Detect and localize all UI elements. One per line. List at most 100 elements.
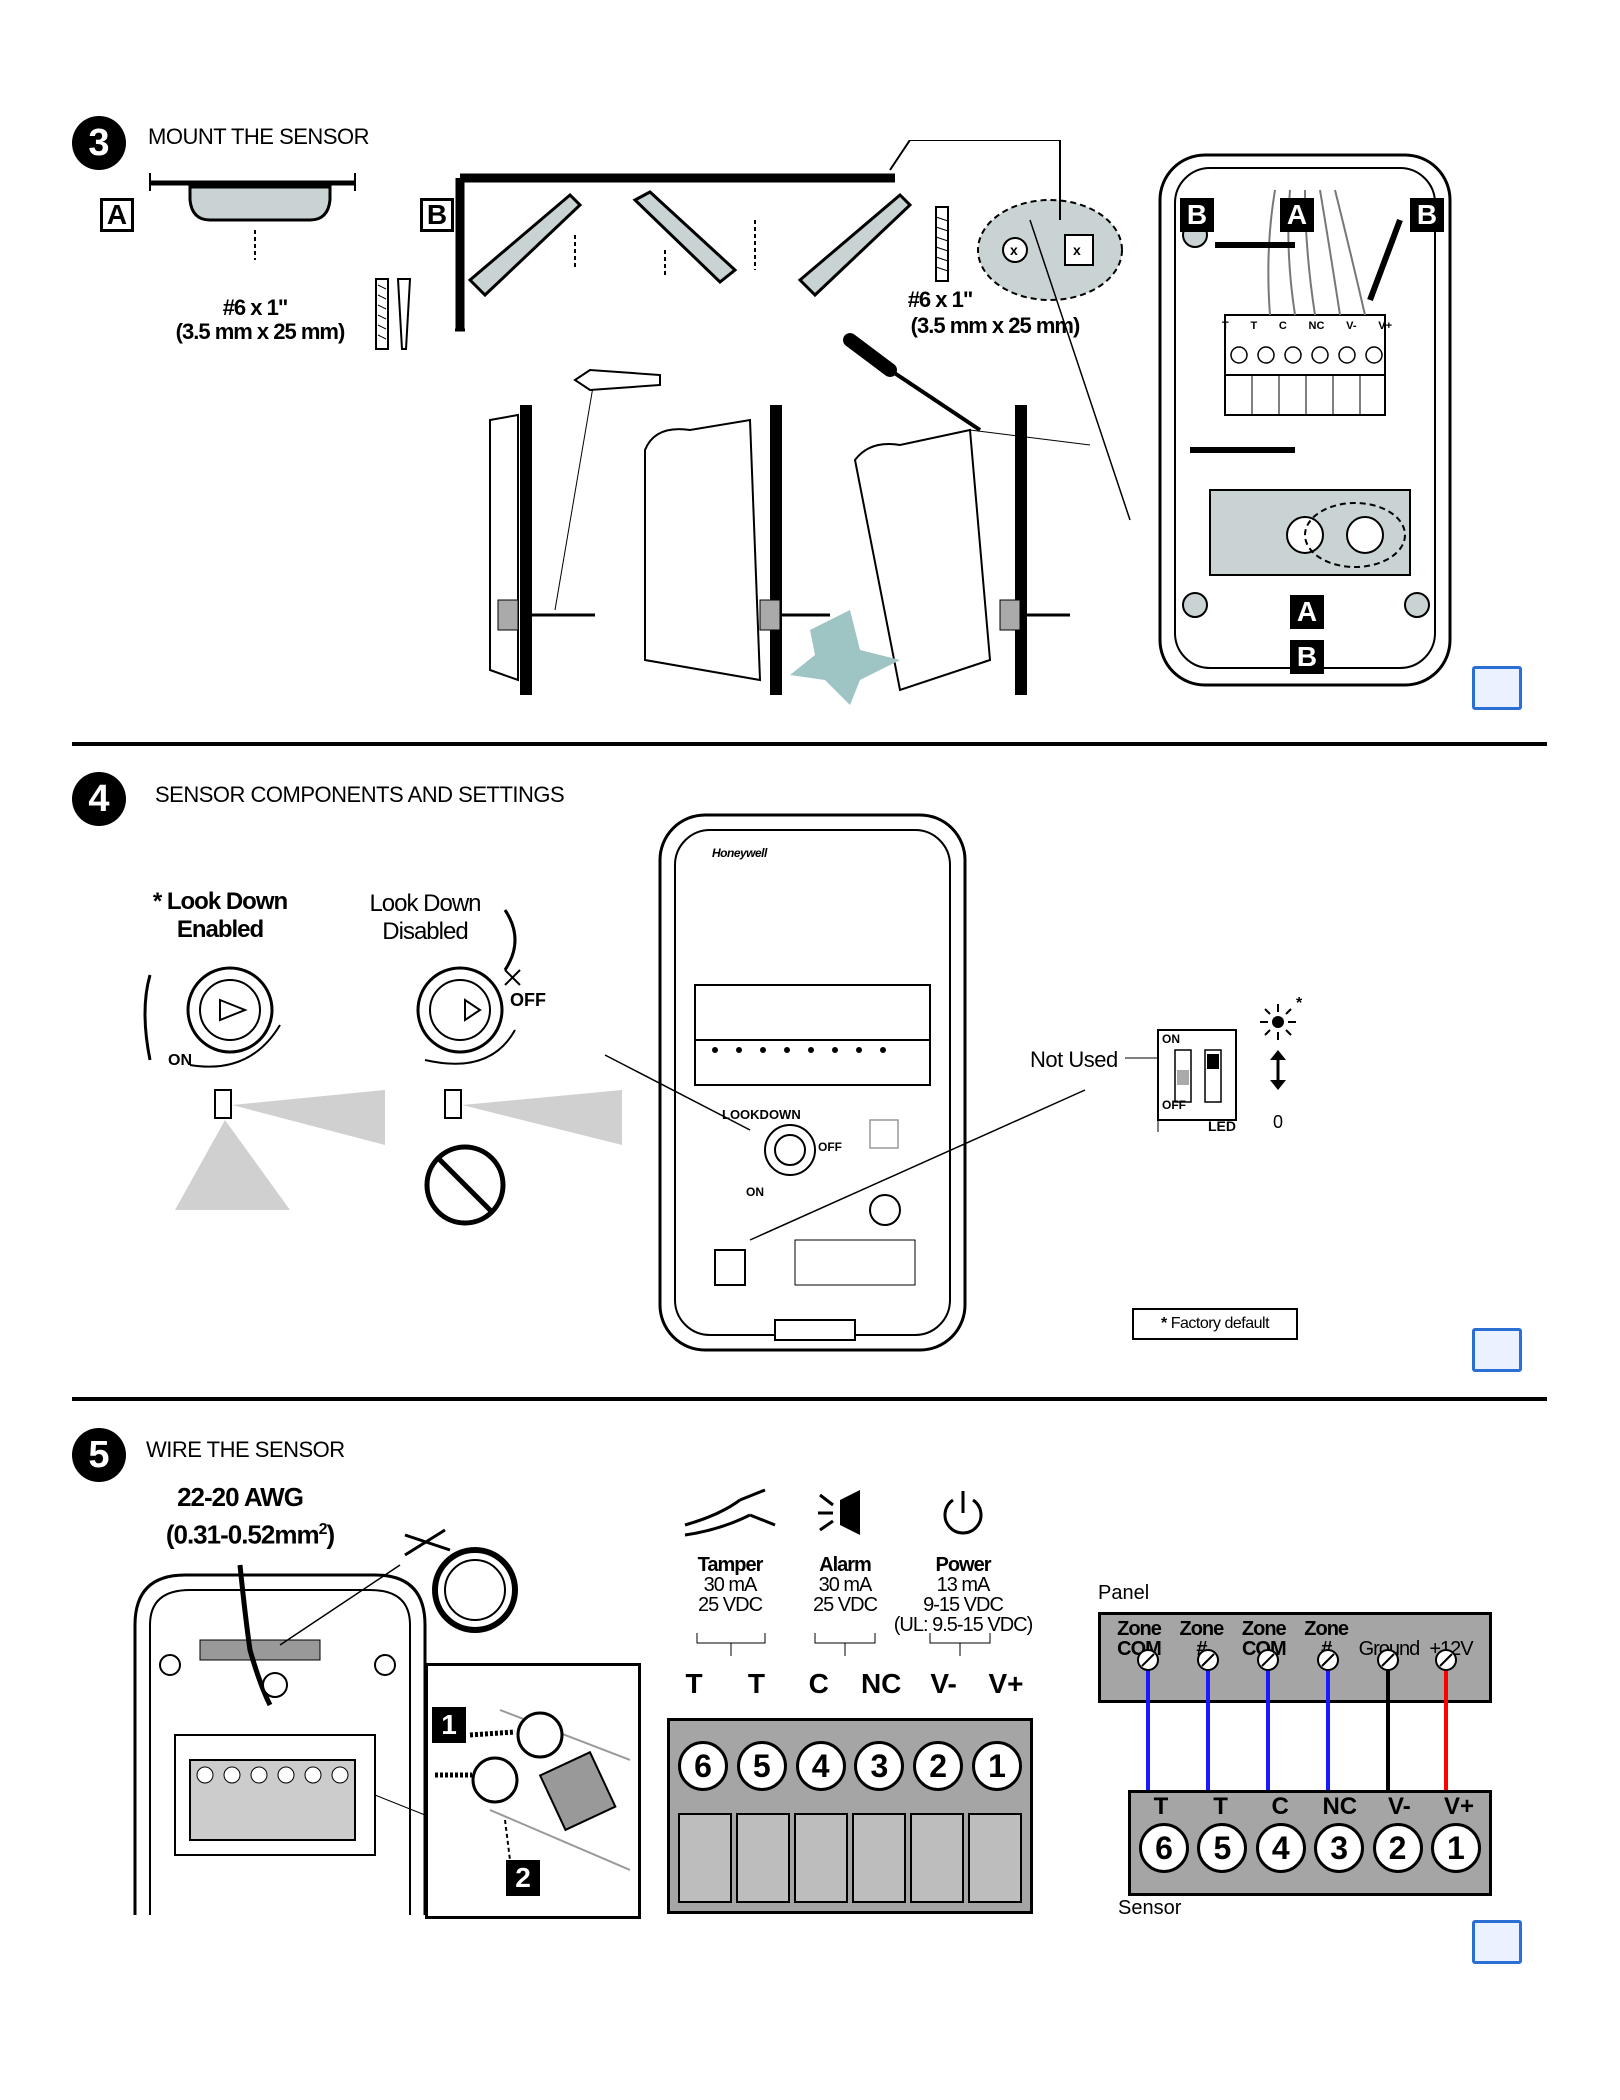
wiring-step-2: 2	[506, 1860, 540, 1896]
terminal-block: 6 5 4 3 2 1	[667, 1718, 1033, 1914]
mount-label-b: B	[420, 198, 454, 232]
sensor-terminal-letter: V+	[1443, 1793, 1474, 1820]
dip-led-label: LED	[1208, 1118, 1236, 1134]
lookdown-on-label: ON	[168, 1052, 192, 1069]
brand-logo: Honeywell	[712, 846, 767, 860]
terminal-letter-row: T T C NC V- V+	[670, 1668, 1030, 1700]
wire-insert-detail	[435, 1709, 630, 1871]
power-voltage: 9-15 VDC	[923, 1594, 1004, 1616]
terminal-slot	[968, 1813, 1022, 1903]
terminal-letter: T	[747, 1668, 765, 1699]
dip-on-label: ON	[1162, 1032, 1180, 1046]
terminal-slot	[910, 1813, 964, 1903]
factory-default-asterisk: *	[1160, 1315, 1167, 1332]
lookdown-off-label: OFF	[510, 990, 546, 1010]
step-4-badge: 4	[72, 772, 126, 826]
lookdown-enabled-coverage	[175, 1089, 385, 1210]
terminal-letter: NC	[860, 1668, 902, 1699]
lookdown-switch-label: LOOKDOWN	[722, 1107, 801, 1122]
term-vminus: V-	[1346, 320, 1357, 332]
panel-terminal-label: Zone	[1179, 1618, 1225, 1640]
terminal-number: 6	[678, 1741, 728, 1791]
terminal-slot	[678, 1813, 732, 1903]
screw-size-a: #6 x 1"	[222, 295, 289, 320]
lookdown-enabled-dial	[143, 966, 281, 1068]
term-c: C	[1278, 320, 1287, 332]
panel-terminal-sublabel: Ground	[1358, 1638, 1421, 1660]
terminal-slot-row	[678, 1813, 1022, 1903]
panel-terminal: Ground	[1358, 1619, 1421, 1660]
terminal-letter: T	[685, 1668, 703, 1699]
terminal-letter: V+	[988, 1668, 1024, 1699]
terminal-number: 3	[854, 1741, 905, 1791]
panel-terminal-sublabel: #	[1196, 1638, 1207, 1660]
screw-anchor-icon	[375, 278, 412, 350]
step-5-title: WIRE THE SENSOR	[146, 1437, 345, 1462]
dip-callout-lines	[604, 1054, 1086, 1241]
interior-off-label: OFF	[818, 1140, 842, 1154]
factory-default-label: Factory default	[1170, 1315, 1270, 1332]
section-divider	[72, 1397, 1547, 1401]
plate-label-b-right: B	[1410, 198, 1444, 232]
wire-gauge-close: )	[326, 1519, 336, 1550]
return-to-top-icon[interactable]	[1472, 666, 1522, 710]
term-nc: NC	[1308, 320, 1325, 332]
terminal-number: 2	[913, 1741, 964, 1791]
sensor-letter-row: T T C NC V- V+	[1135, 1793, 1485, 1821]
dip-switch-detail	[1125, 1029, 1237, 1132]
sensor-terminal-letter: V-	[1388, 1793, 1411, 1820]
return-to-top-icon[interactable]	[1472, 1920, 1522, 1964]
alarm-spec: Alarm 30 mA 25 VDC	[795, 1555, 895, 1615]
term-t2: T	[1250, 320, 1258, 332]
wire-gauge-label: 22-20 AWG	[177, 1482, 304, 1512]
panel-terminal-label	[1421, 1619, 1481, 1639]
sensor-block: T T C NC V- V+ 6 5 4 3 2 1	[1128, 1790, 1492, 1896]
tamper-title: Tamper	[697, 1554, 764, 1576]
mount-label-a: A	[100, 198, 134, 232]
led-on-icon	[1260, 1004, 1296, 1090]
flat-mount-diagram	[149, 173, 356, 260]
terminal-number: 4	[795, 1741, 846, 1791]
alarm-current: 30 mA	[818, 1574, 873, 1596]
tamper-icon	[684, 1488, 776, 1537]
terminal-slot	[794, 1813, 848, 1903]
panel-screw-slot	[1321, 1653, 1335, 1667]
panel-screw-slot	[1201, 1653, 1215, 1667]
plate-label-a-bottom: A	[1290, 595, 1324, 629]
term-t1: T	[1222, 320, 1229, 332]
step-4-title: SENSOR COMPONENTS AND SETTINGS	[155, 782, 565, 807]
lookdown-disabled-label-2: Disabled	[382, 918, 468, 945]
detail-callout-lines	[889, 140, 1131, 521]
panel-terminal-label: Zone	[1117, 1618, 1162, 1640]
sensor-terminal-letter: T	[1213, 1793, 1228, 1820]
power-icon	[943, 1491, 983, 1535]
panel-screw-slot	[1381, 1653, 1395, 1667]
screw-metric-b: (3.5 mm x 25 mm)	[910, 313, 1081, 338]
step-5-badge: 5	[72, 1428, 126, 1482]
dip-off-label: OFF	[1162, 1098, 1186, 1112]
lookdown-disabled-label-1: Look Down	[369, 890, 481, 917]
sensor-label: Sensor	[1118, 1897, 1182, 1919]
mounting-hole-detail: x x	[977, 199, 1123, 301]
wire-gauge-sup: 2	[318, 1521, 328, 1538]
wire-strip-tool-icon	[404, 1528, 518, 1633]
sensor-terminal-letter: NC	[1322, 1793, 1358, 1820]
terminal-letter: V-	[930, 1668, 957, 1699]
plate-label-b-bottom: B	[1290, 640, 1324, 674]
return-to-top-icon[interactable]	[1472, 1328, 1522, 1372]
wiring-sensor-diagram	[133, 1564, 427, 1915]
sensor-terminal-letter: T	[1153, 1793, 1169, 1820]
sensor-terminal-number: 1	[1430, 1823, 1481, 1873]
panel-wires	[1137, 1649, 1457, 1790]
screw-metric-a: (3.5 mm x 25 mm)	[175, 319, 346, 344]
sensor-number-row: 6 5 4 3 2 1	[1139, 1823, 1481, 1873]
tamper-current: 30 mA	[703, 1574, 758, 1596]
wiring-step-1: 1	[432, 1707, 466, 1743]
sensor-terminal-letter: C	[1271, 1793, 1289, 1820]
svg-text:x: x	[1073, 242, 1081, 258]
panel-block: Zone COM Zone # Zone COM Zone # Ground +…	[1098, 1612, 1492, 1703]
installation-sequence-diagram	[489, 374, 1091, 705]
terminal-number: 1	[971, 1741, 1022, 1791]
lookdown-enabled-label-1: * Look Down	[152, 888, 288, 915]
anchor-icon	[573, 368, 661, 392]
